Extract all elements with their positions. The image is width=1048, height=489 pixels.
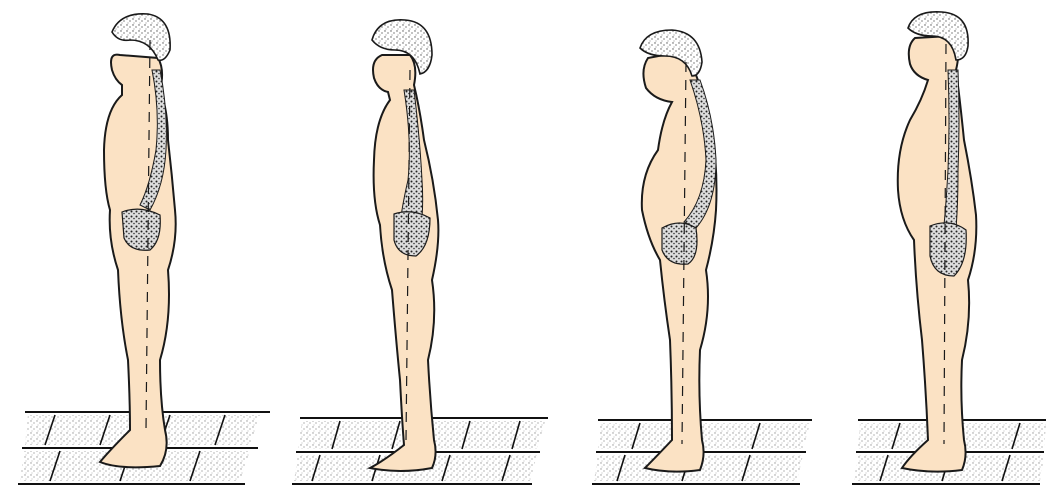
pelvis-3 xyxy=(662,223,697,264)
figure-1 xyxy=(18,14,270,484)
body-2 xyxy=(370,55,438,471)
figure-3 xyxy=(592,30,812,484)
hair-1 xyxy=(112,14,170,60)
figure-2 xyxy=(292,20,548,484)
figure-4 xyxy=(852,12,1046,484)
pelvis-1 xyxy=(122,209,160,250)
